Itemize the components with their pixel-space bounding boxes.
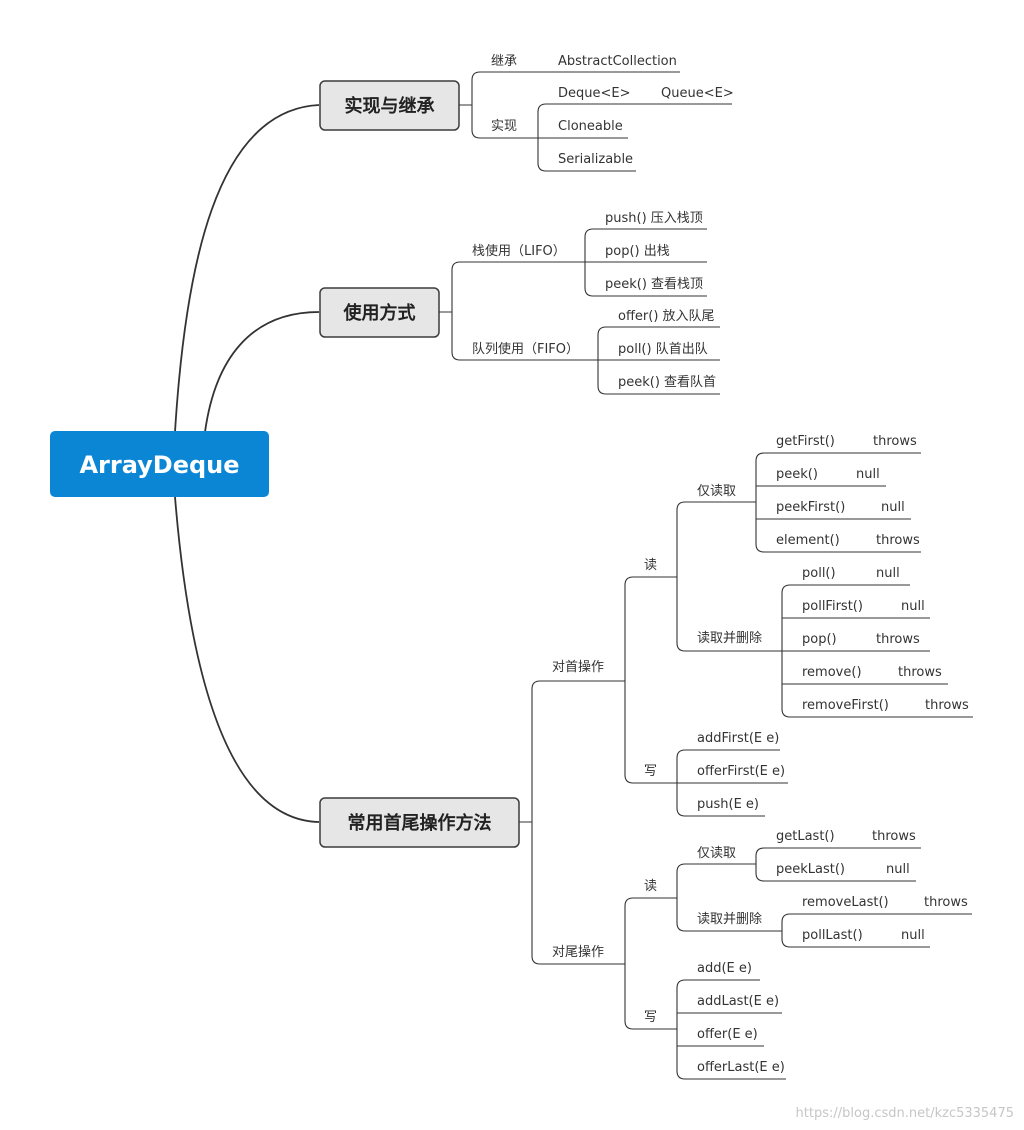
topic-usage-label: 使用方式 [343,302,416,324]
topic-implementation-label: 实现与继承 [345,95,436,117]
label-pollfirst: pollFirst() [802,599,863,614]
label-poll-null: null [876,566,900,581]
label-offerlast: offerLast(E e) [697,1060,785,1075]
label-read-delete-2: 读取并删除 [697,912,762,927]
label-peeklast: peekLast() [776,862,845,877]
topic-implementation[interactable]: 实现与继承 [319,80,460,131]
label-peek-head: peek() 查看队首 [618,374,716,390]
watermark: https://blog.csdn.net/kzc5335475 [796,1106,1014,1121]
label-element-throws: throws [876,533,920,548]
label-implements: 实现 [491,119,517,134]
label-queue-use: 队列使用（FIFO） [472,341,579,357]
connector-read-only-1 [755,452,921,553]
label-getfirst: getFirst() [776,434,835,449]
connector-t1 [459,71,540,139]
curve-root-t3 [174,496,320,823]
label-push-top: push() 压入栈顶 [605,211,703,226]
label-abstract-collection: AbstractCollection [558,54,677,69]
label-push-e: push(E e) [697,797,759,812]
connector-implements [537,103,638,172]
label-stack-use: 栈使用（LIFO） [472,243,566,259]
label-read-1: 读 [644,558,657,573]
label-extends: 继承 [491,54,517,69]
label-queue: Queue<E> [661,86,734,101]
curve-root-t2 [204,311,320,433]
topic-methods[interactable]: 常用首尾操作方法 [319,797,520,848]
connector-t3 [519,680,625,965]
label-poll-head: poll() 队首出队 [618,342,708,357]
label-getlast: getLast() [776,829,835,844]
label-remove: remove() [802,665,862,680]
label-offer-tail: offer() 放入队尾 [618,309,715,324]
label-removelast-throws: throws [924,895,968,910]
connector-stack [584,228,707,297]
label-polllast-null: null [901,928,925,943]
connector-read-delete-2 [781,913,972,948]
label-removefirst-throws: throws [925,698,969,713]
connector-read-only-2 [755,847,921,882]
connector-write-1 [676,749,788,817]
connector-read-delete-1 [781,584,973,718]
label-peekfirst-null: null [881,500,905,515]
label-removefirst: removeFirst() [802,698,889,713]
label-removelast: removeLast() [802,895,889,910]
curve-root-t1 [174,104,320,433]
label-add-e: add(E e) [697,961,752,976]
label-peekfirst: peekFirst() [776,500,845,515]
label-getfirst-throws: throws [873,434,917,449]
label-remove-throws: throws [898,665,942,680]
label-serializable: Serializable [558,152,633,167]
label-getlast-throws: throws [872,829,916,844]
connector-read-2 [676,863,782,932]
root-node[interactable]: ArrayDeque [50,431,269,497]
label-pop: pop() [802,632,837,647]
connector-write-2 [676,979,786,1080]
label-write-2: 写 [644,1010,657,1025]
label-addlast: addLast(E e) [697,994,779,1009]
label-pollfirst-null: null [901,599,925,614]
label-element: element() [776,533,840,548]
label-peek: peek() [776,467,818,482]
connector-tail-ops [624,897,677,1030]
root-label: ArrayDeque [79,451,239,479]
connector-head-ops [624,576,677,784]
label-offer-e: offer(E e) [697,1027,758,1042]
label-cloneable: Cloneable [558,119,623,134]
connector-queue [597,326,720,395]
label-head-ops: 对首操作 [552,659,604,675]
label-read-2: 读 [644,879,657,894]
label-peek-null: null [856,467,880,482]
connector-t2 [439,261,598,361]
label-poll: poll() [802,566,836,581]
label-addfirst: addFirst(E e) [697,731,779,746]
label-tail-ops: 对尾操作 [552,944,604,960]
label-peeklast-null: null [886,862,910,877]
label-read-delete-1: 读取并删除 [697,631,762,646]
label-write-1: 写 [644,764,657,779]
label-offerfirst: offerFirst(E e) [697,764,785,779]
label-deque: Deque<E> [558,86,631,101]
topic-methods-label: 常用首尾操作方法 [348,812,492,834]
label-pop-out: pop() 出栈 [605,244,670,259]
label-read-only-1: 仅读取 [697,484,736,499]
topic-usage[interactable]: 使用方式 [319,287,440,338]
label-pop-throws: throws [876,632,920,647]
connector-read-1 [676,501,782,652]
label-peek-top: peek() 查看栈顶 [605,276,703,292]
label-polllast: pollLast() [802,928,863,943]
label-read-only-2: 仅读取 [697,846,736,861]
